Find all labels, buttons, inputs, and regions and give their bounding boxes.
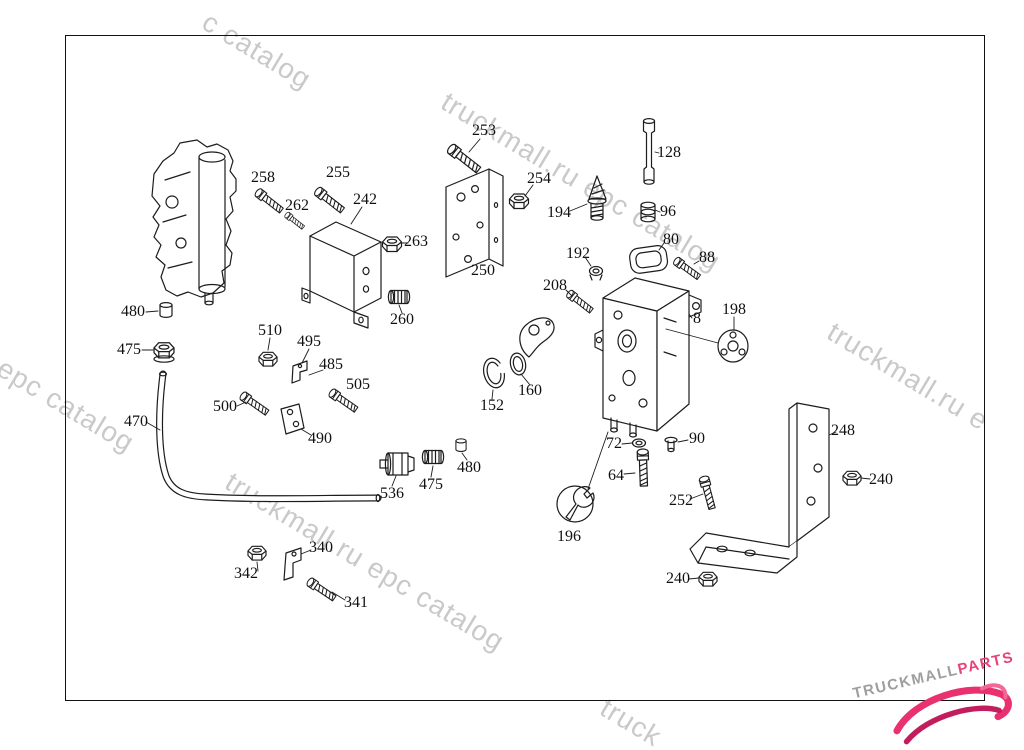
snap-ring-152-part <box>482 357 506 389</box>
leader-lines <box>141 138 871 601</box>
screw-253-part <box>445 142 483 175</box>
nut-260-part <box>387 289 411 305</box>
screw-88-part <box>671 255 702 282</box>
screw-252-part <box>698 474 718 511</box>
tube-470-part <box>156 370 382 503</box>
seal-192-part <box>588 265 604 281</box>
screw-341-part <box>305 576 338 603</box>
screw-258-part <box>253 187 285 215</box>
screw-255-part <box>312 185 347 215</box>
bracket-490-part <box>280 403 305 435</box>
screw-208-part <box>564 288 595 315</box>
bracket-242-part <box>301 221 382 329</box>
nut-240-right-part <box>842 470 862 486</box>
nut-342-part <box>247 545 267 561</box>
brand-logo: TRUCKMALLPARTS <box>845 645 1024 750</box>
sensor-194-part <box>587 175 607 221</box>
bracket-248-part <box>689 402 830 574</box>
plug-90-part <box>664 436 678 453</box>
plate-250-part <box>445 168 504 278</box>
washer-72-part <box>631 438 647 448</box>
nut-263-part <box>381 236 403 253</box>
engine-block-part <box>151 139 237 306</box>
nut-240-bottom-part <box>698 571 718 587</box>
logo-swirl-icon <box>893 683 1012 745</box>
tool-symbol-196-part <box>556 485 595 523</box>
ring-160-part <box>509 352 527 376</box>
lever-part <box>519 317 555 358</box>
screw-262-part <box>283 210 306 231</box>
clip-495-part <box>291 360 308 384</box>
fitting-536-part <box>379 452 415 476</box>
flange-198-part <box>717 329 749 363</box>
nut-510-part <box>258 351 278 367</box>
bellows-96-part <box>640 201 656 223</box>
cap-480-part <box>159 302 173 318</box>
gasket-80-part <box>629 245 669 274</box>
cap-480b-part <box>455 438 467 452</box>
nut-254-part <box>508 193 530 210</box>
screw-64-part <box>636 448 651 487</box>
nut-475b-part <box>421 449 445 465</box>
clip-340-part <box>283 547 302 581</box>
pin-128-part <box>642 117 656 185</box>
screw-505-part <box>327 387 360 415</box>
nut-475-part <box>153 342 175 363</box>
valve-body-8-part <box>594 277 702 438</box>
